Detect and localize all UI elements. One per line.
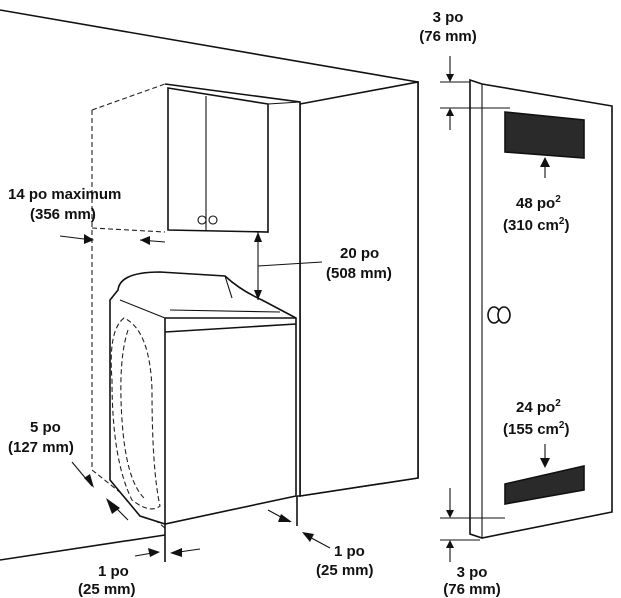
lower-vent-imperial: 24 po2 <box>516 398 561 416</box>
dimension-cabinet-depth: 14 po maximum (356 mm) <box>8 186 166 245</box>
dimension-top-gap: 3 po (76 mm) <box>419 9 510 130</box>
top-gap-imperial: 3 po <box>433 9 464 26</box>
bottom-gap-imperial: 3 po <box>457 564 488 581</box>
front-clearance-metric: (127 mm) <box>8 439 74 456</box>
side-clearance-right-imperial: 1 po <box>334 543 365 560</box>
cabinet-knob-right <box>208 215 218 225</box>
dimension-side-clearance-left: 1 po (25 mm) <box>78 548 201 598</box>
cabinet-clearance-imperial: 20 po <box>340 245 379 262</box>
cabinet-knob-left <box>197 215 207 225</box>
lower-vent-label: 24 po2 (155 cm2) <box>503 398 569 468</box>
side-clearance-left-imperial: 1 po <box>98 563 129 580</box>
dashed-envelope <box>91 83 166 529</box>
top-gap-metric: (76 mm) <box>419 28 477 45</box>
lower-vent-metric: (155 cm2) <box>503 420 569 438</box>
upper-vent <box>504 111 585 159</box>
side-clearance-right-metric: (25 mm) <box>316 562 374 579</box>
dimension-bottom-gap: 3 po (76 mm) <box>440 488 505 598</box>
dimension-side-clearance-right: 1 po (25 mm) <box>267 509 374 579</box>
side-clearance-left-metric: (25 mm) <box>78 581 136 598</box>
cabinet-depth-imperial: 14 po maximum <box>8 186 121 203</box>
washer <box>109 271 297 525</box>
floor-edge <box>164 496 298 562</box>
upper-vent-imperial: 48 po2 <box>516 194 561 212</box>
upper-vent-metric: (310 cm2) <box>503 216 569 234</box>
door-knob <box>487 306 511 324</box>
cabinet-depth-metric: (356 mm) <box>30 206 96 223</box>
closet-door <box>469 78 613 539</box>
bottom-gap-metric: (76 mm) <box>443 581 501 598</box>
upper-vent-label: 48 po2 (310 cm2) <box>503 157 569 234</box>
dimension-front-clearance: 5 po (127 mm) <box>8 419 129 521</box>
closet-side-wall <box>299 81 419 497</box>
front-clearance-imperial: 5 po <box>30 419 61 436</box>
lower-vent <box>504 464 585 505</box>
cabinet-clearance-metric: (508 mm) <box>326 265 392 282</box>
dimension-cabinet-clearance: 20 po (508 mm) <box>254 232 392 300</box>
